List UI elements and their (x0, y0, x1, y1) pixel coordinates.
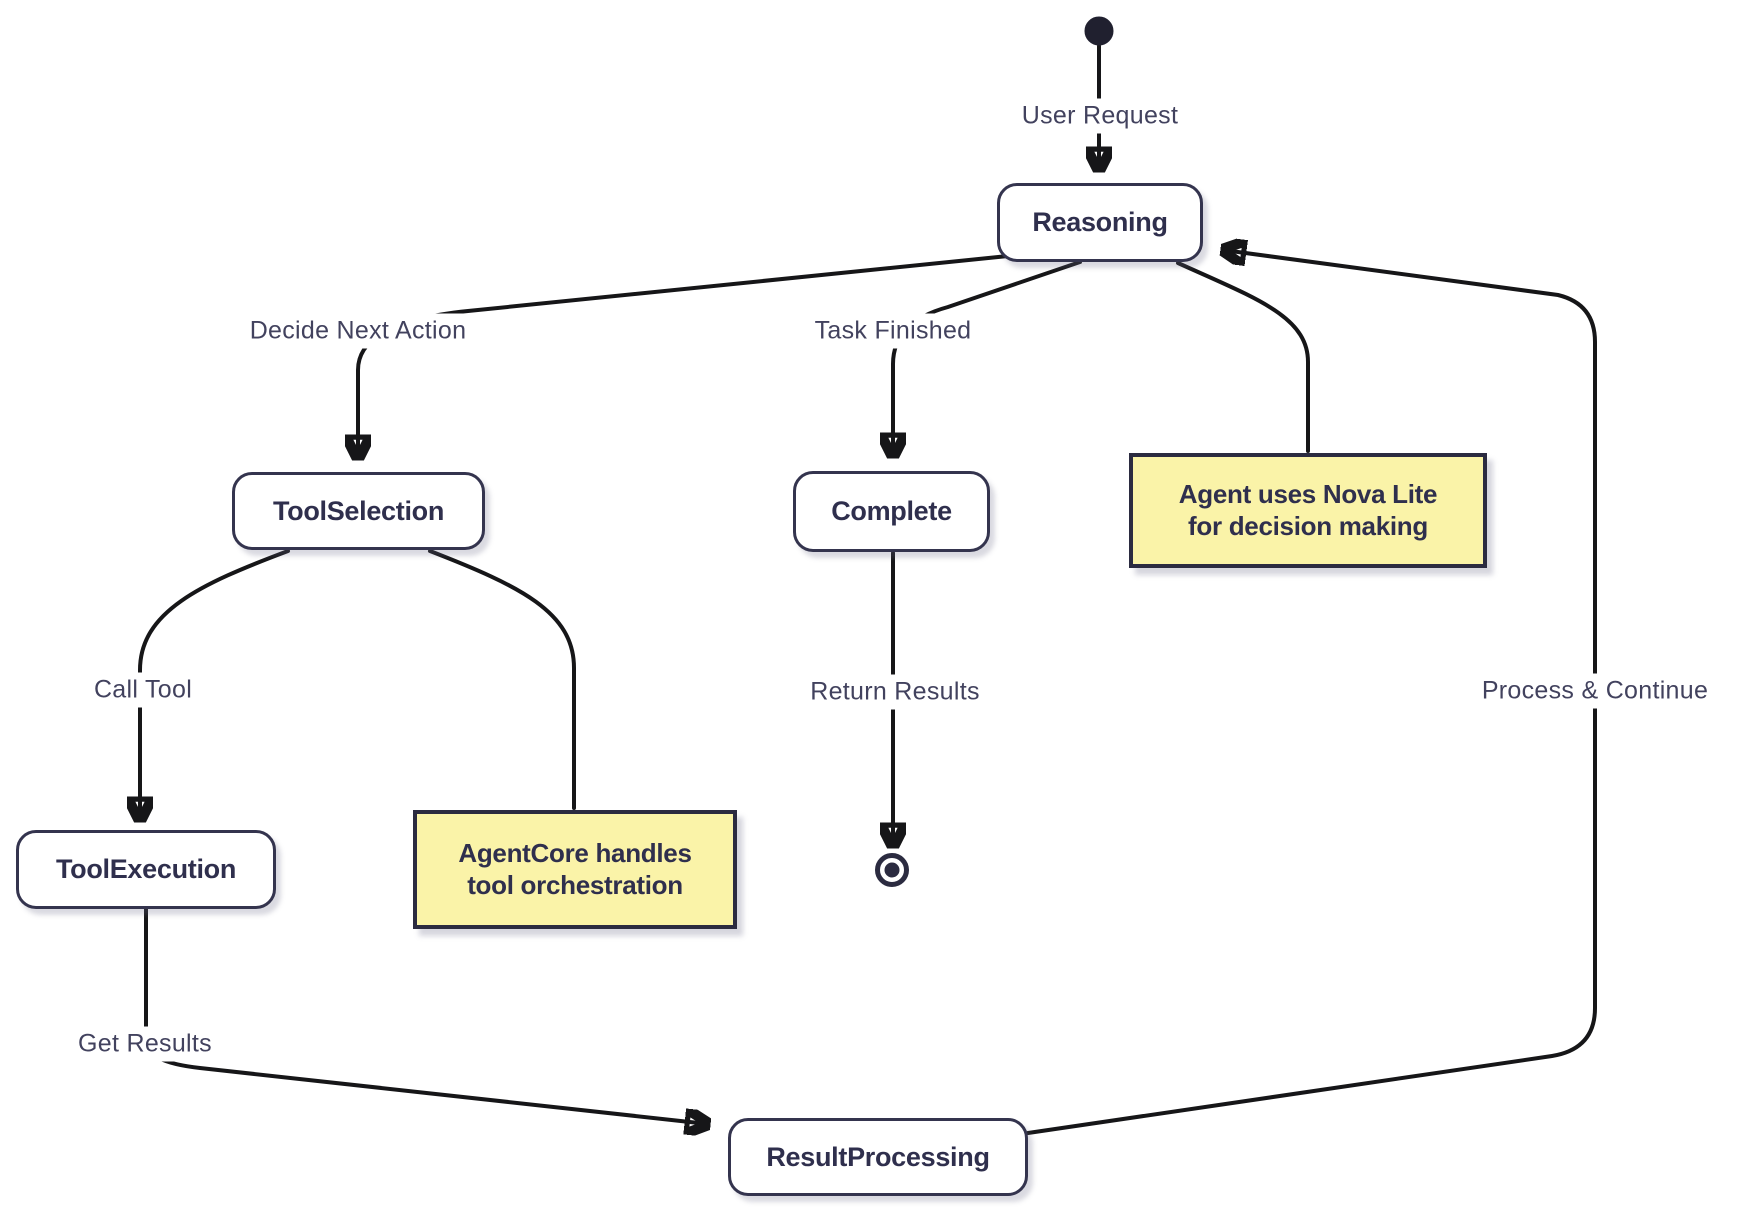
state-node-tool-selection: ToolSelection (232, 472, 485, 550)
edge-label-task-finished: Task Finished (807, 313, 979, 349)
start-state-icon (1084, 16, 1114, 46)
edge-label-process-continue: Process & Continue (1474, 673, 1716, 709)
state-node-label: ToolSelection (272, 495, 445, 526)
note-line: for decision making (1188, 510, 1428, 541)
note-line: AgentCore handles (458, 837, 692, 868)
state-node-complete: Complete (793, 471, 990, 552)
edge-decide-next-action (358, 254, 1010, 458)
state-node-result-processing: ResultProcessing (728, 1118, 1028, 1196)
edge-label-get-results: Get Results (71, 1026, 219, 1062)
final-state-icon (875, 853, 909, 887)
edge-task-finished (893, 260, 1082, 456)
state-node-label: ResultProcessing (766, 1141, 990, 1172)
edge-agentcore-note-connector (428, 549, 576, 810)
note-line: tool orchestration (467, 869, 683, 900)
state-node-label: Complete (831, 496, 952, 526)
edge-label-return-results: Return Results (803, 674, 987, 710)
state-node-reasoning: Reasoning (997, 183, 1203, 262)
state-node-tool-execution: ToolExecution (16, 830, 276, 909)
note-agentcore: AgentCore handles tool orchestration (413, 810, 737, 929)
state-node-label: ToolExecution (55, 854, 237, 884)
edge-label-decide-next-action: Decide Next Action (242, 313, 474, 349)
note-nova-lite: Agent uses Nova Lite for decision making (1129, 453, 1487, 568)
edge-label-call-tool: Call Tool (86, 672, 200, 708)
state-node-label: Reasoning (1032, 207, 1168, 237)
edge-call-tool (140, 549, 290, 820)
edge-novalite-note-connector (1176, 261, 1310, 453)
note-line: Agent uses Nova Lite (1178, 478, 1438, 509)
edge-label-user-request: User Request (1014, 98, 1186, 134)
edge-get-results (144, 907, 708, 1124)
